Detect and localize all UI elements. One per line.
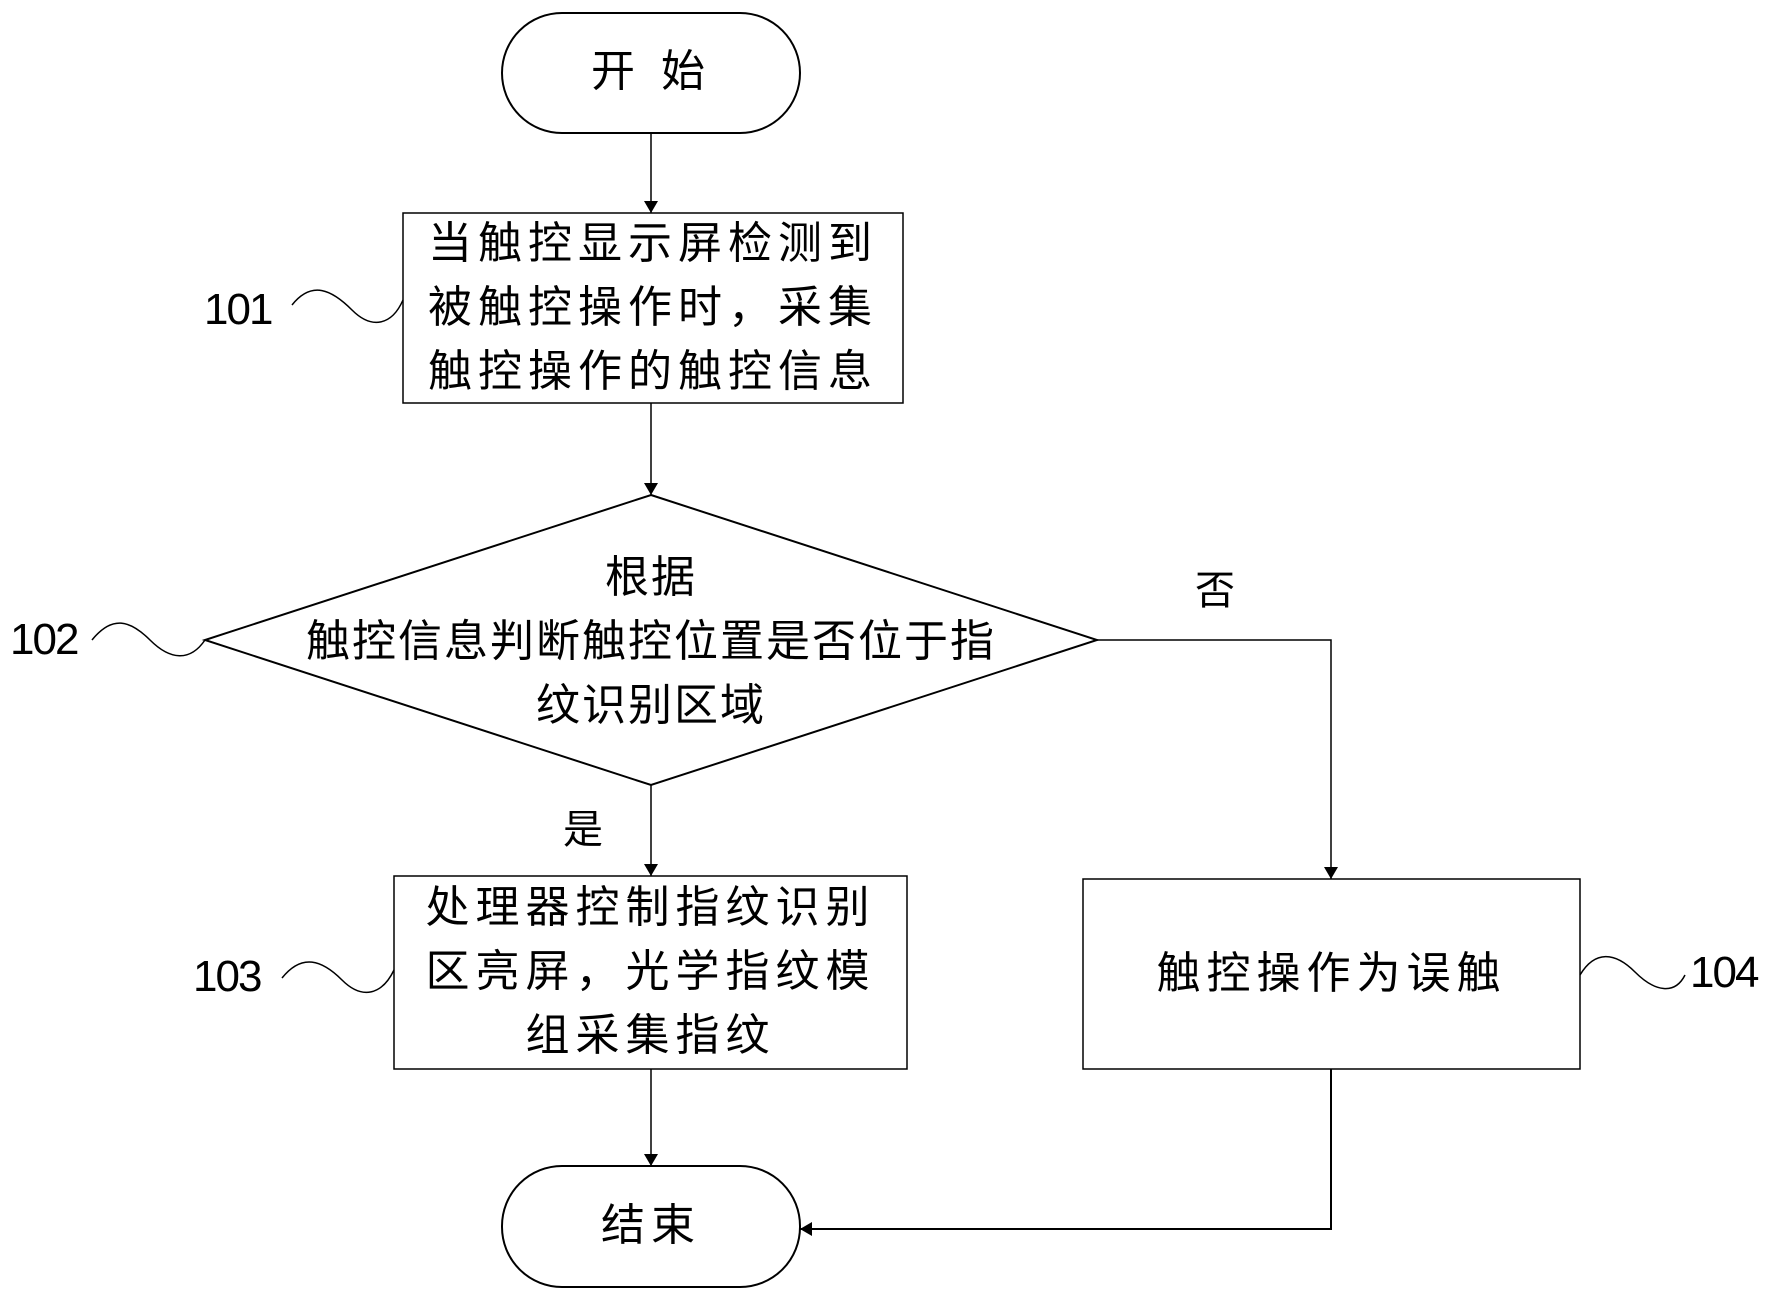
- step-101-line: 当触控显示屏检测到: [428, 218, 878, 269]
- leader-102: [91, 622, 206, 657]
- step-101-text: 当触控显示屏检测到 被触控操作时，采集 触控操作的触控信息: [403, 212, 903, 404]
- step-101-line: 触控操作的触控信息: [428, 346, 878, 397]
- step-103-line: 组采集指纹: [525, 1010, 776, 1061]
- ref-label-101: 101: [204, 285, 273, 334]
- step-102-line: 触控信息判断触控位置是否位于指: [306, 616, 996, 667]
- leader-101: [291, 289, 404, 324]
- step-102-text: 根据 触控信息判断触控位置是否位于指 纹识别区域: [205, 546, 1097, 738]
- end-label: 结束: [601, 1200, 701, 1251]
- ref-label-103: 103: [193, 952, 262, 1001]
- ref-label-102: 102: [10, 615, 79, 664]
- branch-no-label: 否: [1195, 568, 1235, 614]
- step-103-line: 处理器控制指纹识别: [425, 882, 876, 933]
- leader-104: [1579, 956, 1686, 990]
- step-104-text: 触控操作为误触: [1083, 942, 1580, 1006]
- leader-103: [281, 961, 395, 994]
- step-101-line: 被触控操作时，采集: [428, 282, 878, 333]
- branch-yes-label: 是: [563, 807, 603, 853]
- step-104-line: 触控操作为误触: [1156, 948, 1507, 999]
- step-103-text: 处理器控制指纹识别 区亮屏，光学指纹模 组采集指纹: [394, 876, 907, 1068]
- start-label: 开 始: [591, 46, 711, 97]
- step-102-line: 纹识别区域: [536, 680, 766, 731]
- step-102-line: 根据: [605, 552, 697, 603]
- step-104-box: [1082, 878, 1581, 1070]
- ref-label-104: 104: [1690, 948, 1759, 997]
- step-101-box: [402, 212, 904, 404]
- arrow-104-to-end: [800, 1069, 1332, 1236]
- step-103-line: 区亮屏，光学指纹模: [425, 946, 876, 997]
- arrow-102-to-104: [1097, 639, 1338, 879]
